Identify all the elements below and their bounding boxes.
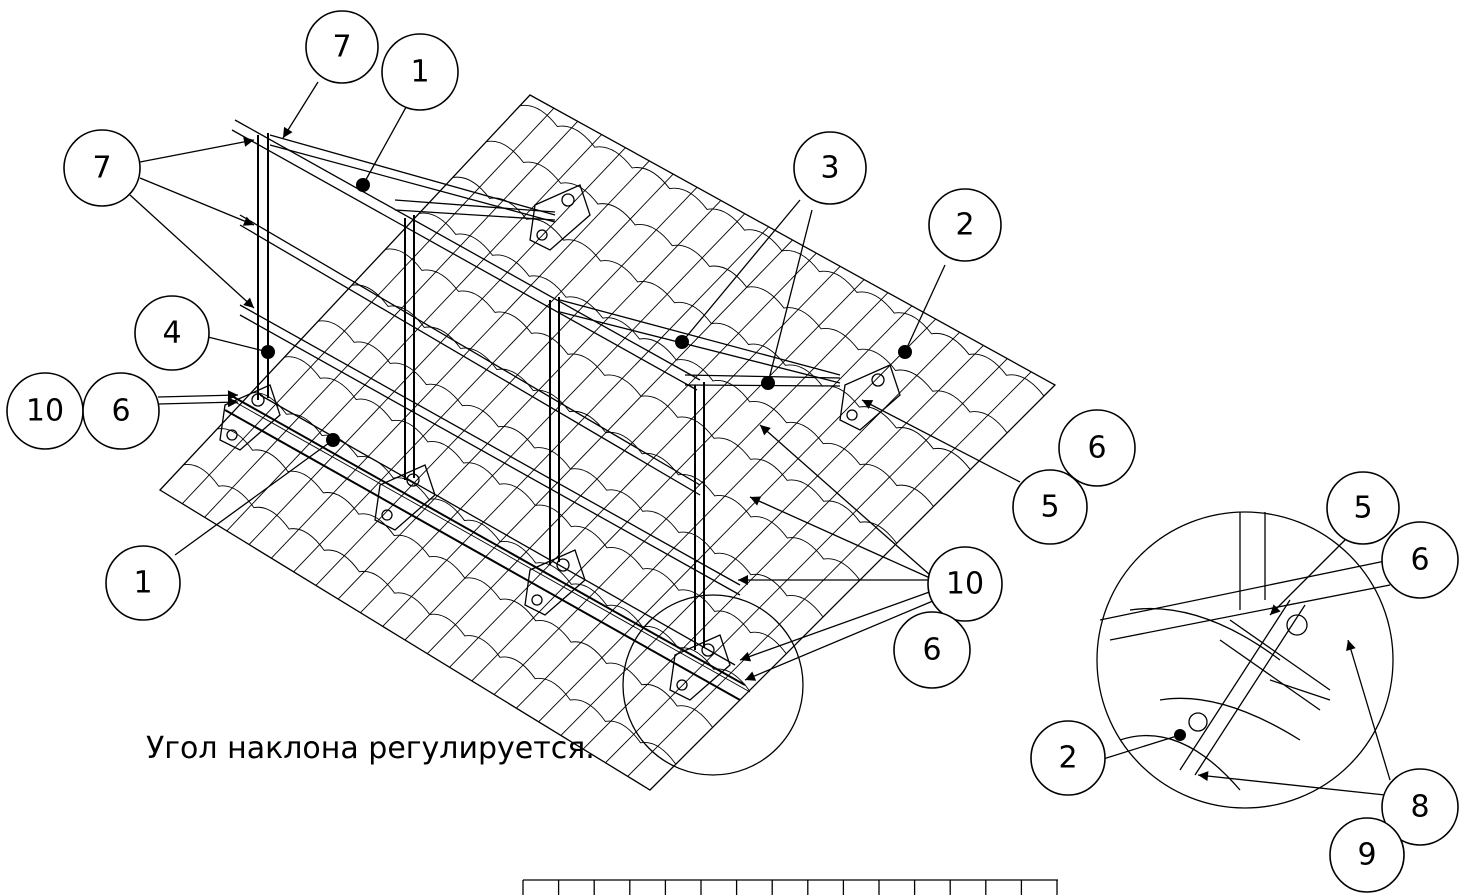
svg-text:6: 6: [1087, 431, 1106, 466]
callout-4: 4: [134, 295, 210, 371]
svg-text:9: 9: [1357, 838, 1376, 873]
callout-9: 9: [1329, 817, 1405, 893]
svg-text:3: 3: [820, 151, 839, 186]
svg-text:10: 10: [26, 394, 64, 429]
callout-1-bottom: 1: [105, 545, 181, 621]
callout-2-main: 2: [928, 188, 1002, 262]
roof-tiles: [158, 94, 1057, 791]
svg-text:2: 2: [1058, 741, 1077, 776]
railing-structure: [219, 119, 912, 701]
svg-text:4: 4: [162, 316, 181, 351]
callout-10-right: 10: [927, 546, 1003, 622]
svg-text:6: 6: [922, 633, 941, 668]
svg-text:5: 5: [1040, 490, 1059, 525]
svg-text:10: 10: [946, 567, 984, 602]
svg-text:8: 8: [1410, 790, 1429, 825]
callout-1-top: 1: [381, 33, 459, 111]
svg-text:1: 1: [133, 566, 152, 601]
callout-7-left: 7: [63, 129, 141, 207]
callout-2-detail: 2: [1030, 720, 1106, 796]
svg-text:7: 7: [332, 30, 351, 65]
svg-text:5: 5: [1353, 491, 1372, 526]
callout-3: 3: [793, 131, 867, 205]
svg-text:1: 1: [410, 55, 429, 90]
callout-7-top: 7: [305, 10, 379, 84]
detail-view: [1096, 511, 1394, 809]
svg-text:2: 2: [955, 208, 974, 243]
callout-5-detail: 5: [1326, 471, 1400, 545]
callout-5-main: 5: [1012, 469, 1088, 545]
svg-text:7: 7: [92, 151, 111, 186]
callout-8: 8: [1381, 768, 1459, 846]
svg-text:6: 6: [111, 394, 130, 429]
callout-6-bottom: 6: [893, 611, 971, 689]
detail-marker-circle: [622, 594, 804, 776]
callout-6-right: 6: [1058, 409, 1136, 487]
svg-text:6: 6: [1410, 543, 1429, 578]
caption-text: Угол наклона регулируется.: [146, 731, 595, 766]
callout-10-left: 10: [6, 372, 84, 450]
leader-lines: [129, 81, 1391, 796]
callout-6-detail: 6: [1381, 521, 1459, 599]
title-block-grid: [522, 879, 1058, 895]
callout-6-left: 6: [82, 372, 160, 450]
